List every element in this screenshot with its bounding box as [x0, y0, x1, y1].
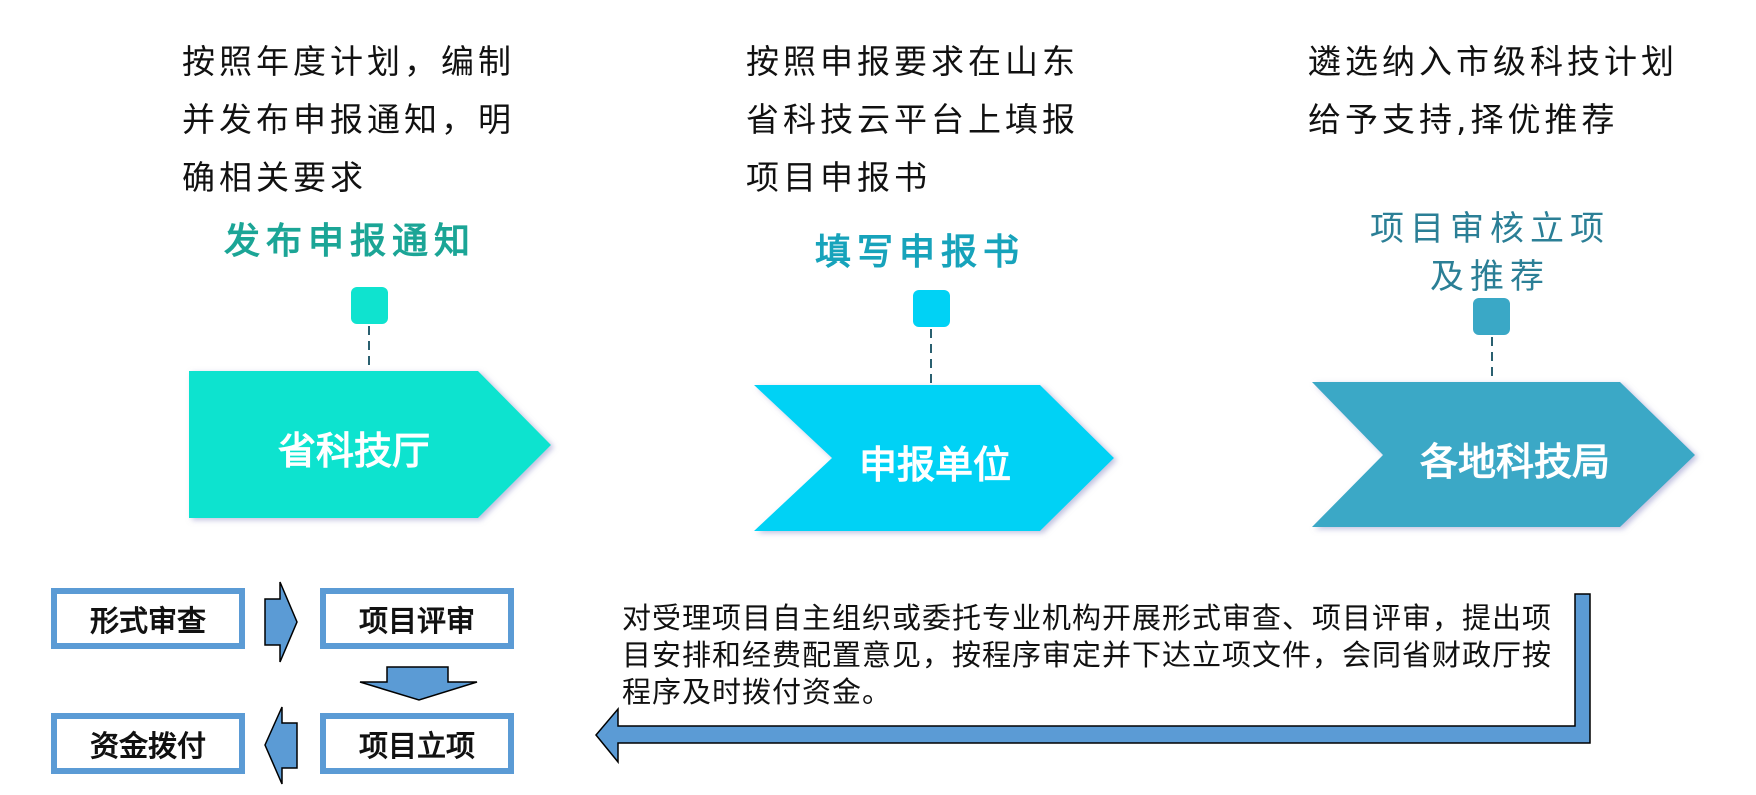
return-arrow-icon — [595, 593, 1591, 765]
step-2-description: 按照申报要求在山东省科技云平台上填报项目申报书 — [746, 42, 1079, 197]
step-2-actor: 申报单位 — [858, 443, 1011, 487]
arrow-left-icon — [264, 706, 298, 785]
process-box-formal-review: 形式审查 — [51, 588, 245, 649]
process-box-fund-allocation: 资金拨付 — [51, 713, 245, 774]
step-1-marker — [351, 287, 388, 324]
step-1-description: 按照年度计划，编制并发布申报通知，明确相关要求 — [182, 42, 515, 197]
step-3-chevron — [1312, 382, 1695, 527]
arrow-down-icon — [359, 666, 478, 701]
step-3-marker — [1473, 298, 1510, 335]
step-3-actor: 各地科技局 — [1419, 440, 1610, 484]
arrow-right-icon — [264, 581, 298, 663]
step-1-chevron — [189, 371, 551, 518]
process-box-project-approval: 项目立项 — [320, 713, 514, 774]
step-3-description: 遴选纳入市级科技计划给予支持,择优推荐 — [1308, 42, 1678, 139]
process-box-project-review: 项目评审 — [320, 588, 514, 649]
step-3-title: 项目审核立项及推荐 — [1370, 209, 1610, 297]
step-1-actor: 省科技厅 — [277, 429, 430, 473]
step-2-chevron — [754, 385, 1114, 531]
step-1-title: 发布申报通知 — [223, 221, 476, 262]
step-2-marker — [913, 290, 950, 327]
step-2-title: 填写申报书 — [814, 232, 1025, 273]
process-note: 对受理项目自主组织或委托专业机构开展形式审查、项目评审，提出项目安排和经费配置意… — [622, 601, 1553, 709]
